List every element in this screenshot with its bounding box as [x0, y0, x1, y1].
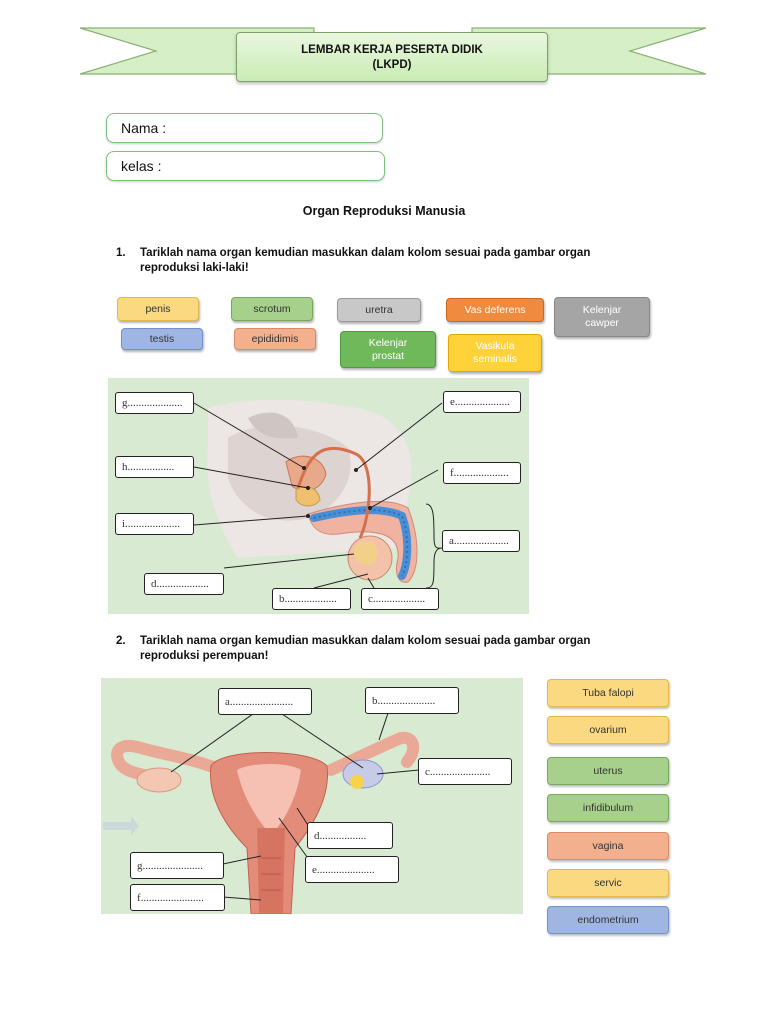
banner-line2: (LKPD) — [237, 58, 547, 73]
male-label-a[interactable]: a.................... — [442, 530, 520, 552]
nama-label: Nama : — [121, 120, 166, 136]
instruction-2-line1: Tariklah nama organ kemudian masukkan da… — [140, 634, 640, 649]
female-label-g[interactable]: g...................... — [130, 852, 224, 879]
female-label-a[interactable]: a....................... — [218, 688, 312, 715]
instruction-1-line1: Tariklah nama organ kemudian masukkan da… — [140, 246, 640, 261]
female-label-d[interactable]: d................. — [307, 822, 393, 849]
female-label-f[interactable]: f....................... — [130, 884, 225, 911]
nama-field[interactable]: Nama : — [106, 113, 383, 143]
chip-infidibulum[interactable]: infidibulum — [547, 794, 669, 822]
chip-vasikula-seminalis[interactable]: Vasikula seminalis — [448, 334, 542, 372]
female-label-b[interactable]: b..................... — [365, 687, 459, 714]
banner-line1: LEMBAR KERJA PESERTA DIDIK — [237, 43, 547, 58]
female-label-c[interactable]: c...................... — [418, 758, 512, 785]
banner-title: LEMBAR KERJA PESERTA DIDIK (LKPD) — [236, 32, 548, 82]
instruction-2: 2. Tariklah nama organ kemudian masukkan… — [116, 634, 656, 666]
chip-penis[interactable]: penis — [117, 297, 199, 321]
male-label-h[interactable]: h................. — [115, 456, 194, 478]
male-label-f[interactable]: f.................... — [443, 462, 521, 484]
page-title: Organ Reproduksi Manusia — [0, 204, 768, 218]
chip-ovarium[interactable]: ovarium — [547, 716, 669, 744]
chip-testis[interactable]: testis — [121, 328, 203, 350]
chip-vagina[interactable]: vagina — [547, 832, 669, 860]
instruction-2-line2: reproduksi perempuan! — [140, 649, 640, 664]
male-label-i[interactable]: i.................... — [115, 513, 194, 535]
chip-endometrium[interactable]: endometrium — [547, 906, 669, 934]
male-label-g[interactable]: g.................... — [115, 392, 194, 414]
chip-kelenjar-cawper[interactable]: Kelenjar cawper — [554, 297, 650, 337]
chip-scrotum[interactable]: scrotum — [231, 297, 313, 321]
male-label-e[interactable]: e.................... — [443, 391, 521, 413]
chip-uretra[interactable]: uretra — [337, 298, 421, 322]
chip-servic[interactable]: servic — [547, 869, 669, 897]
chip-vas-deferens[interactable]: Vas deferens — [446, 298, 544, 322]
male-label-d[interactable]: d................... — [144, 573, 224, 595]
kelas-label: kelas : — [121, 158, 161, 174]
chip-uterus[interactable]: uterus — [547, 757, 669, 785]
female-label-e[interactable]: e..................... — [305, 856, 399, 883]
instruction-2-number: 2. — [116, 634, 126, 649]
kelas-field[interactable]: kelas : — [106, 151, 385, 181]
chip-kelenjar-prostat[interactable]: Kelenjar prostat — [340, 331, 436, 368]
chip-epididimis[interactable]: epididimis — [234, 328, 316, 350]
chip-tuba-falopi[interactable]: Tuba falopi — [547, 679, 669, 707]
instruction-1-number: 1. — [116, 246, 126, 261]
male-label-c[interactable]: c................... — [361, 588, 439, 610]
male-label-b[interactable]: b................... — [272, 588, 351, 610]
instruction-1-line2: reproduksi laki-laki! — [140, 261, 640, 276]
instruction-1: 1. Tariklah nama organ kemudian masukkan… — [116, 246, 656, 278]
